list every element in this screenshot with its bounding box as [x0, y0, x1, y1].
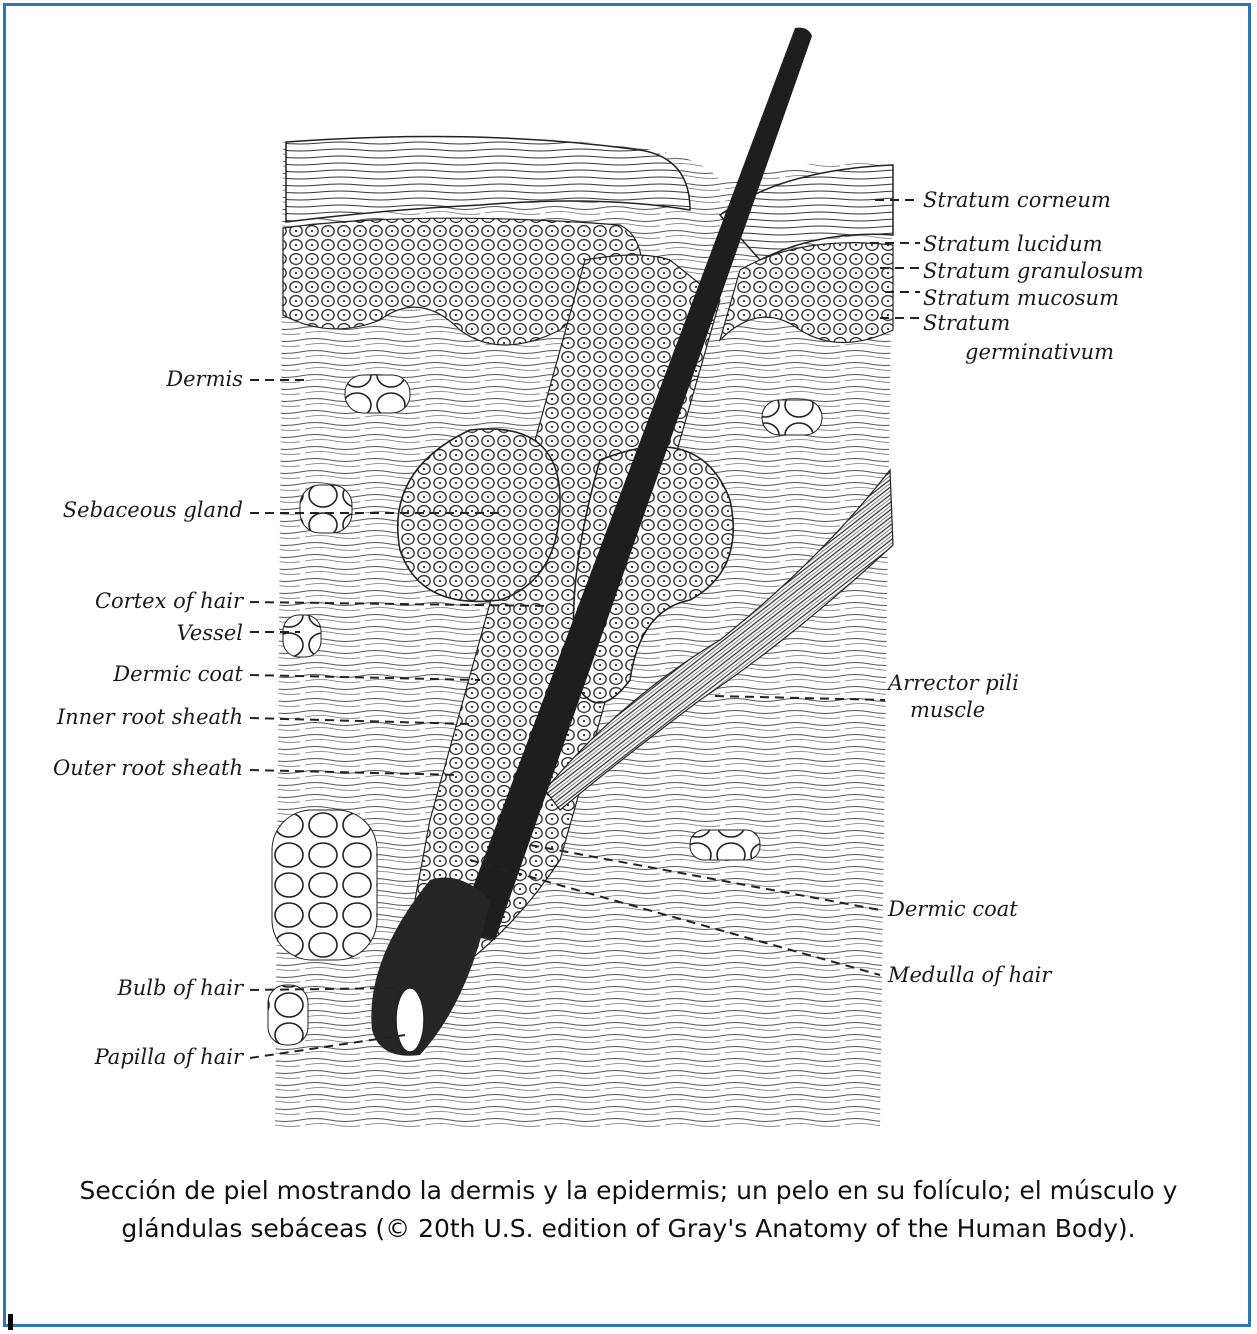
hair-papilla [396, 988, 424, 1052]
label-stratum-germinativum-line1: Stratum [923, 313, 1010, 334]
label-medulla-of-hair: Medulla of hair [888, 965, 1051, 986]
label-bulb-of-hair: Bulb of hair [117, 978, 243, 999]
label-sebaceous-gland: Sebaceous gland [63, 500, 243, 521]
text-cursor-mark [8, 1314, 13, 1330]
label-dermic-coat-right: Dermic coat [888, 899, 1018, 920]
label-papilla-of-hair: Papilla of hair [95, 1047, 243, 1068]
figure-caption: Sección de piel mostrando la dermis y la… [30, 1172, 1227, 1248]
skin-section-figure: Dermis Sebaceous gland Cortex of hair Ve… [0, 0, 1257, 1150]
label-stratum-corneum: Stratum corneum [923, 190, 1111, 211]
label-stratum-mucosum: Stratum mucosum [923, 288, 1119, 309]
label-cortex-of-hair: Cortex of hair [95, 591, 243, 612]
label-stratum-germinativum-line2: germinativum [965, 342, 1114, 363]
label-arrector-pili-line1: Arrector pili [888, 673, 1019, 694]
label-dermic-coat-left: Dermic coat [113, 664, 243, 685]
caption-line-2: glándulas sebáceas (© 20th U.S. edition … [30, 1210, 1227, 1248]
label-arrector-pili-line2: muscle [910, 700, 985, 721]
label-outer-root-sheath: Outer root sheath [53, 758, 243, 779]
label-vessel: Vessel [177, 623, 243, 644]
label-stratum-lucidum: Stratum lucidum [923, 234, 1103, 255]
caption-line-1: Sección de piel mostrando la dermis y la… [30, 1172, 1227, 1210]
label-inner-root-sheath: Inner root sheath [57, 707, 243, 728]
label-stratum-granulosum: Stratum granulosum [923, 261, 1144, 282]
label-dermis: Dermis [166, 369, 243, 390]
